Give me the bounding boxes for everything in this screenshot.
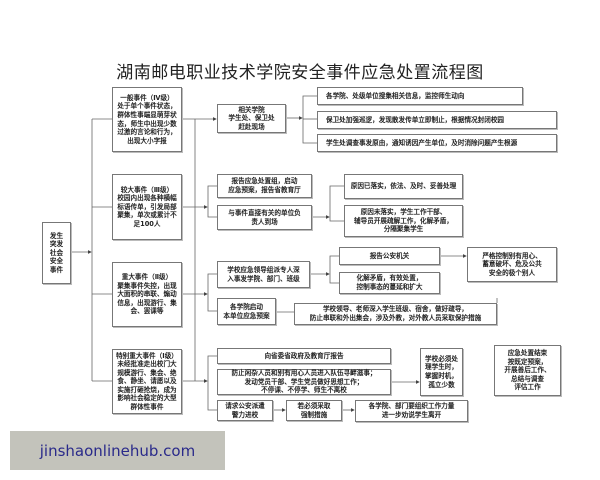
action-box: 学生处调查事发原由，通知诱因产生单位，及时消除问题产生根源: [317, 134, 557, 152]
onsite-box: 与事件直接有关的单位负 责人到场: [217, 205, 312, 230]
request-police-box: 请求公安派遣 警力进校: [217, 400, 273, 421]
level-3-box: 较大事件（Ⅲ级） 校园内出现各种横幅 标语传单，引发局部 聚集，单次或累计不 足…: [112, 174, 182, 240]
plan-box: 各学院启动 本单位应急预案: [217, 298, 276, 325]
guide-box: 学校领导、老师深入学生班级、宿舍，做好疏导， 防止串联和外出集会，涉及外教，对外…: [294, 303, 497, 325]
unresolved-box: 原因未落实，学生工作干部、 辅导员开展疏解工作，化解矛盾， 分隔聚集学生: [344, 205, 463, 237]
action-box: 保卫处加强巡逻，发现散发传单立即制止，根据情况封闭校园: [317, 111, 557, 129]
persuade-box: 各学院、部门要组织工作力量 进一步劝说学生离开: [355, 400, 468, 422]
level-2-box: 重大事件（Ⅱ级） 聚集事件失控，出现 大面积的串联、煽动 信息，出现游行、集 会…: [112, 262, 182, 327]
police-box: 报告公安机关: [339, 247, 440, 265]
watermark: jinshaonlinehub.com: [10, 431, 225, 470]
start-box: 发生 突发 社会 安全 事件: [42, 222, 71, 284]
prevent-box: 防止闲杂人员和别有用心人员进入队伍寻衅滋事； 发动党员干部、学生党员做好思想工作…: [217, 369, 391, 395]
action-box: 各学院、处级单位搜集相关信息，监控师生动向: [317, 87, 523, 105]
defuse-box: 化解矛盾，有效处置， 控制事态的蔓延和扩大: [339, 272, 440, 294]
report-gov-box: 向省委省政府及教育厅报告: [217, 348, 391, 364]
page-title: 湖南邮电职业技术学院安全事件应急处置流程图: [116, 63, 484, 83]
level-4-box: 一般事件（Ⅳ级） 处于单个事件状态， 群体性事端显萌芽状 态，师生中出现少数 过…: [112, 87, 182, 152]
lead-box: 学校应急领导组派专人深 入事发学院、部门、班级: [217, 261, 310, 288]
must-handle-box: 学校必须处 理学生时， 掌握时机， 孤立少数: [420, 348, 463, 396]
force-box: 若必须采取 强制措施: [286, 400, 342, 421]
control-box: 严格控制别有用心、 蓄意破坏、危及公共 安全的极个别人: [467, 247, 557, 282]
end-box: 应急处置结束 按既定预案， 开展善后工作、 总结与调查 评估工作: [494, 345, 561, 396]
report-box: 报告应急处置组，启动 应急预案，报告省教育厅: [217, 174, 312, 198]
dispatch-box: 相关学院 学生处、保卫处 赶赴现场: [217, 104, 286, 133]
level-1-box: 特别重大事件（Ⅰ级） 未经批准走出校门大 规模游行、集会、绝 食、静坐、请愿以及…: [112, 349, 182, 414]
resolved-box: 原因已落实，依法、及时、妥善处理: [344, 174, 463, 199]
